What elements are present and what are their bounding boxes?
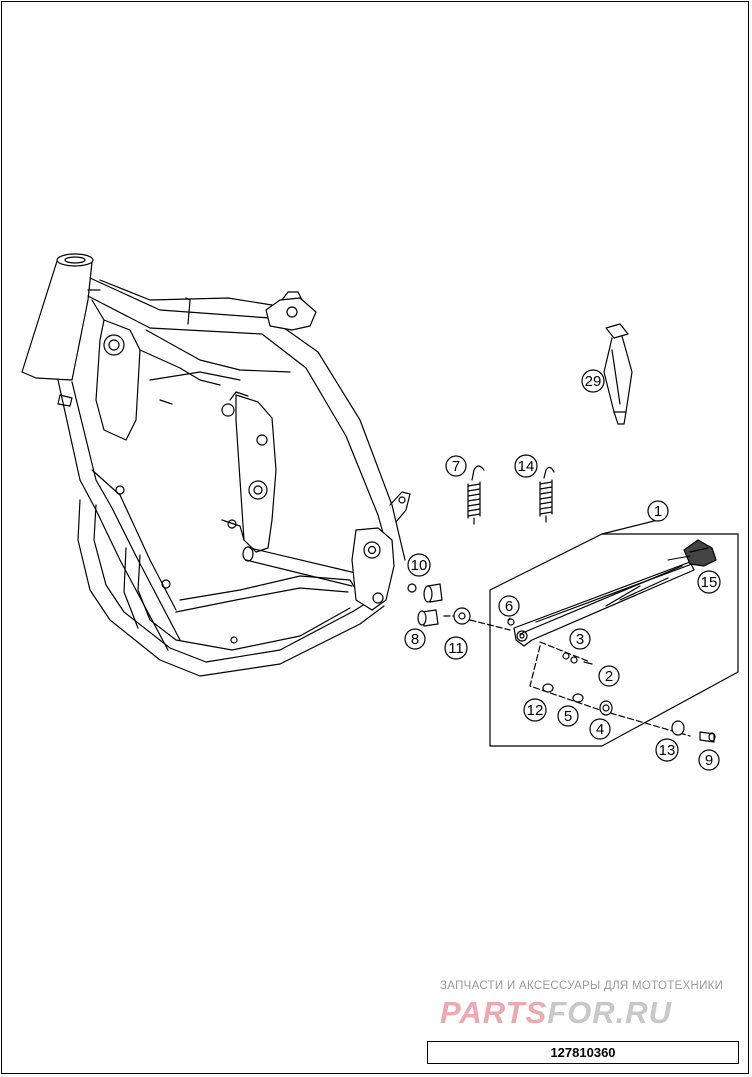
svg-text:11: 11 (448, 640, 464, 657)
callout-10: 10 (407, 553, 431, 577)
watermark-logo: PARTSFOR.RU (440, 996, 746, 1030)
spring-7 (467, 465, 485, 525)
callout-1: 1 (647, 500, 669, 522)
callout-5: 5 (557, 705, 579, 727)
watermark-logo-part2: FOR.RU (547, 995, 673, 1030)
callout-3: 3 (569, 628, 591, 650)
svg-text:1: 1 (654, 503, 662, 520)
callout-11: 11 (444, 636, 468, 660)
tool-29 (603, 323, 633, 425)
svg-text:10: 10 (411, 557, 428, 574)
svg-text:29: 29 (585, 373, 602, 390)
svg-text:3: 3 (576, 631, 584, 648)
watermark-tagline: ЗАПЧАСТИ И АКСЕССУАРЫ ДЛЯ МОТОТЕХНИКИ (440, 980, 724, 992)
svg-text:4: 4 (596, 721, 604, 738)
callout-8: 8 (404, 628, 426, 650)
svg-text:15: 15 (701, 574, 718, 591)
callout-9: 9 (698, 749, 720, 771)
callout-4: 4 (589, 718, 611, 740)
drawing-number: 127810360 (427, 1041, 739, 1064)
callout-14: 14 (514, 454, 538, 478)
svg-text:12: 12 (527, 702, 544, 719)
svg-text:8: 8 (411, 631, 419, 648)
spring-14 (539, 466, 555, 523)
side-stand-small-parts (507, 618, 716, 743)
callout-29: 29 (581, 369, 605, 393)
callout-15: 15 (697, 570, 721, 594)
motorcycle-frame (21, 253, 411, 677)
svg-text:9: 9 (705, 752, 713, 769)
watermark-logo-part1: PARTS (440, 995, 548, 1030)
frame-fasteners (407, 583, 511, 631)
svg-text:14: 14 (518, 458, 535, 475)
svg-text:13: 13 (659, 742, 676, 759)
callout-2: 2 (598, 665, 620, 687)
side-stand (513, 539, 717, 647)
svg-text:5: 5 (564, 708, 572, 725)
callout-12: 12 (523, 698, 547, 722)
svg-text:2: 2 (605, 668, 613, 685)
callout-13: 13 (655, 738, 679, 762)
svg-text:6: 6 (505, 598, 513, 615)
svg-text:7: 7 (452, 458, 460, 475)
callout-6: 6 (498, 595, 520, 617)
callout-7: 7 (445, 455, 467, 477)
